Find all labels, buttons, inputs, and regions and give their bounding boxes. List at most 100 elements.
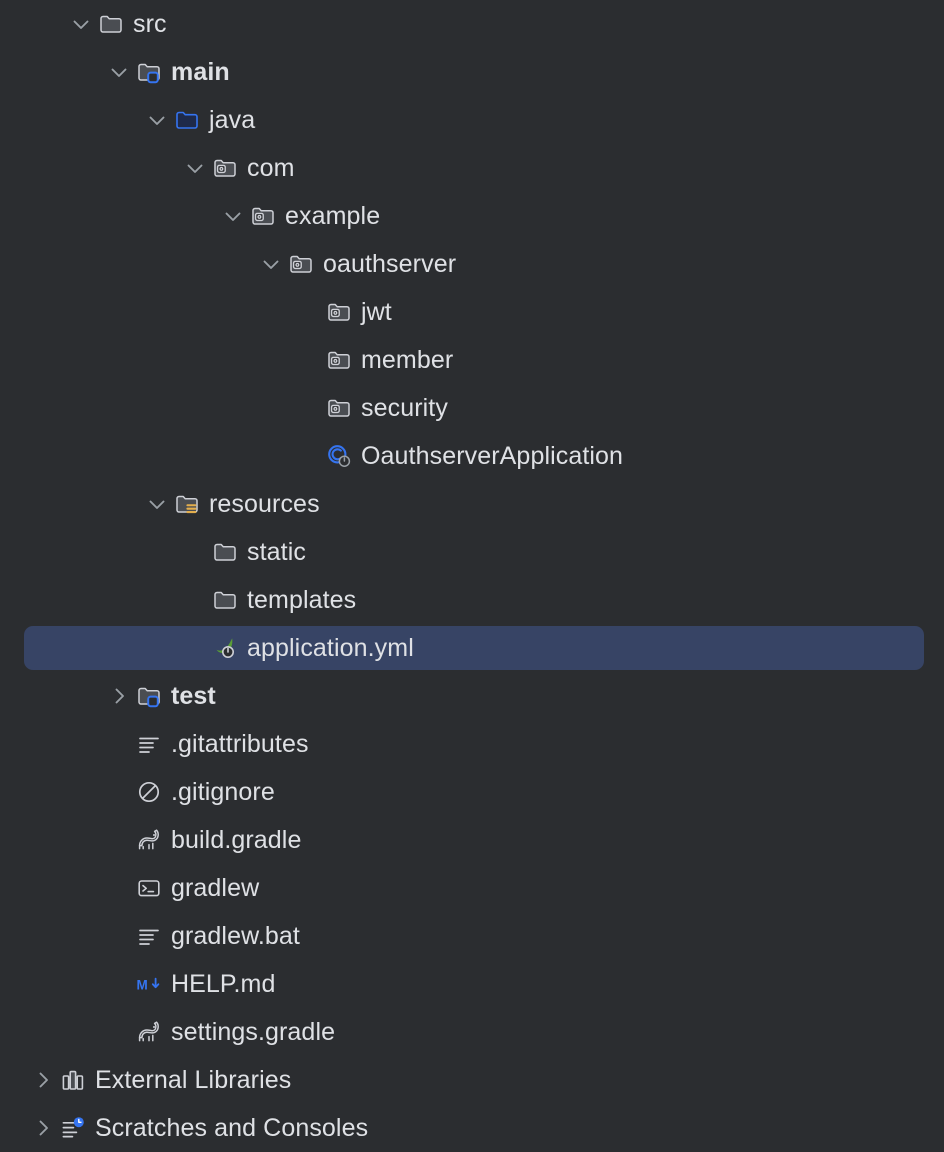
- tree-row[interactable]: gradlew: [0, 864, 944, 912]
- tree-row-label: settings.gradle: [171, 1018, 336, 1046]
- tree-row-content: settings.gradle: [106, 1018, 335, 1046]
- tree-row[interactable]: security: [0, 384, 944, 432]
- tree-row-label: member: [361, 346, 454, 374]
- svg-text:M: M: [137, 977, 148, 992]
- tree-row-content: gradlew: [106, 874, 259, 902]
- chevron-down-icon[interactable]: [68, 11, 94, 37]
- tree-row-label: main: [171, 58, 230, 86]
- tree-row-content: static: [182, 538, 306, 566]
- tree-row[interactable]: Scratches and Consoles: [0, 1104, 944, 1152]
- row-hover-area: [24, 194, 924, 238]
- folder-package-icon: [326, 347, 352, 373]
- tree-row-content: Scratches and Consoles: [30, 1114, 368, 1142]
- text-file-icon: [136, 731, 162, 757]
- tree-row[interactable]: OauthserverApplication: [0, 432, 944, 480]
- tree-row-label: static: [247, 538, 306, 566]
- gradle-icon: [136, 827, 162, 853]
- tree-row-content: M HELP.md: [106, 970, 276, 998]
- tree-row[interactable]: .gitignore: [0, 768, 944, 816]
- tree-row-label: jwt: [361, 298, 392, 326]
- tree-row-label: resources: [209, 490, 320, 518]
- tree-row-content: example: [220, 202, 380, 230]
- folder-package-icon: [288, 251, 314, 277]
- tree-row[interactable]: templates: [0, 576, 944, 624]
- folder-package-icon: [250, 203, 276, 229]
- tree-row-content: oauthserver: [258, 250, 456, 278]
- tree-row-content: gradlew.bat: [106, 922, 300, 950]
- text-file-icon: [136, 923, 162, 949]
- chevron-down-icon[interactable]: [182, 155, 208, 181]
- folder-icon: [212, 587, 238, 613]
- tree-row-label: com: [247, 154, 295, 182]
- tree-row-content: OauthserverApplication: [296, 442, 623, 470]
- scratches-icon: [60, 1115, 86, 1141]
- tree-row[interactable]: External Libraries: [0, 1056, 944, 1104]
- tree-row-content: application.yml: [182, 634, 414, 662]
- tree-row-content: member: [296, 346, 453, 374]
- chevron-down-icon[interactable]: [144, 491, 170, 517]
- tree-row-label: example: [285, 202, 381, 230]
- tree-row-content: com: [182, 154, 295, 182]
- tree-row-content: build.gradle: [106, 826, 301, 854]
- tree-row[interactable]: example: [0, 192, 944, 240]
- tree-row[interactable]: oauthserver: [0, 240, 944, 288]
- tree-row[interactable]: jwt: [0, 288, 944, 336]
- tree-row-label: build.gradle: [171, 826, 302, 854]
- tree-row-content: test: [106, 682, 216, 710]
- tree-row-label: java: [209, 106, 256, 134]
- tree-row-content: jwt: [296, 298, 392, 326]
- tree-row-content: security: [296, 394, 448, 422]
- row-selection-highlight: [24, 626, 924, 670]
- tree-row[interactable]: build.gradle: [0, 816, 944, 864]
- folder-module-icon: [136, 59, 162, 85]
- tree-row[interactable]: settings.gradle: [0, 1008, 944, 1056]
- tree-row[interactable]: resources: [0, 480, 944, 528]
- tree-row-label: oauthserver: [323, 250, 457, 278]
- gradle-icon: [136, 1019, 162, 1045]
- folder-icon: [212, 539, 238, 565]
- row-hover-area: [24, 290, 924, 334]
- tree-row-label: src: [133, 10, 167, 38]
- chevron-right-icon[interactable]: [30, 1115, 56, 1141]
- row-hover-area: [24, 146, 924, 190]
- tree-row-label: Scratches and Consoles: [95, 1114, 369, 1142]
- chevron-down-icon[interactable]: [144, 107, 170, 133]
- tree-row[interactable]: java: [0, 96, 944, 144]
- tree-row-content: External Libraries: [30, 1066, 291, 1094]
- tree-row-label: .gitignore: [171, 778, 275, 806]
- tree-row[interactable]: main: [0, 48, 944, 96]
- chevron-right-icon[interactable]: [106, 683, 132, 709]
- chevron-down-icon[interactable]: [258, 251, 284, 277]
- tree-row-label: .gitattributes: [171, 730, 309, 758]
- tree-row-label: gradlew: [171, 874, 260, 902]
- folder-package-icon: [326, 299, 352, 325]
- tree-row[interactable]: member: [0, 336, 944, 384]
- tree-row[interactable]: gradlew.bat: [0, 912, 944, 960]
- tree-row-label: templates: [247, 586, 357, 614]
- tree-row[interactable]: src: [0, 0, 944, 48]
- java-class-runnable-icon: [326, 443, 352, 469]
- folder-resources-root-icon: [174, 491, 200, 517]
- tree-row[interactable]: com: [0, 144, 944, 192]
- tree-row-label: HELP.md: [171, 970, 276, 998]
- chevron-right-icon[interactable]: [30, 1067, 56, 1093]
- row-hover-area: [24, 578, 924, 622]
- chevron-down-icon[interactable]: [220, 203, 246, 229]
- tree-row-label: test: [171, 682, 216, 710]
- tree-row[interactable]: application.yml: [0, 624, 944, 672]
- folder-package-icon: [212, 155, 238, 181]
- tree-row-content: resources: [144, 490, 320, 518]
- shell-script-icon: [136, 875, 162, 901]
- tree-row-content: main: [106, 58, 230, 86]
- tree-row[interactable]: M HELP.md: [0, 960, 944, 1008]
- tree-row-label: security: [361, 394, 448, 422]
- chevron-down-icon[interactable]: [106, 59, 132, 85]
- spring-config-icon: [212, 635, 238, 661]
- tree-row[interactable]: static: [0, 528, 944, 576]
- row-hover-area: [24, 530, 924, 574]
- tree-row[interactable]: .gitattributes: [0, 720, 944, 768]
- tree-row[interactable]: test: [0, 672, 944, 720]
- tree-row-content: templates: [182, 586, 356, 614]
- tree-row-label: gradlew.bat: [171, 922, 300, 950]
